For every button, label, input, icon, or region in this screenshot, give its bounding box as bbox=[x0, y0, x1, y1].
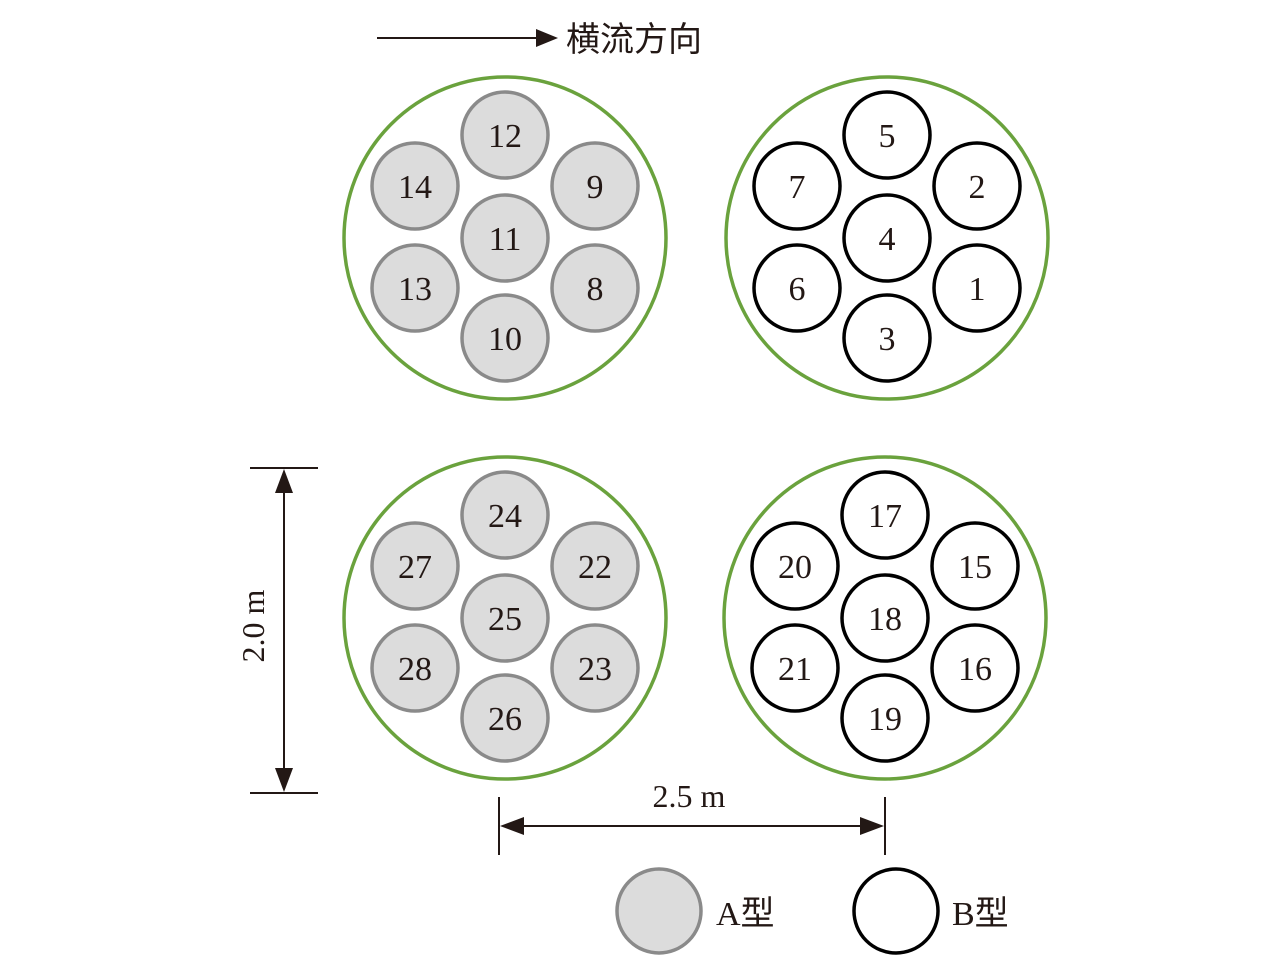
pile-6 bbox=[752, 243, 842, 333]
pile-label-1: 1 bbox=[969, 271, 986, 308]
pile-label-10: 10 bbox=[488, 321, 522, 358]
pile-label-3: 3 bbox=[879, 321, 896, 358]
pile-label-26: 26 bbox=[488, 701, 522, 738]
horizontal-dimension: 2.5 m bbox=[498, 778, 886, 855]
pile-2 bbox=[932, 141, 1022, 231]
pile-23 bbox=[550, 623, 640, 713]
pile-10 bbox=[460, 293, 550, 383]
legend-label-a: A型 bbox=[716, 896, 775, 933]
pile-label-8: 8 bbox=[587, 271, 604, 308]
flow-direction-indicator: 横流方向 bbox=[377, 20, 702, 60]
pile-20 bbox=[750, 521, 840, 611]
pile-8 bbox=[550, 243, 640, 333]
vertical-dimension-label: 2.0 m bbox=[235, 589, 271, 662]
pile-24 bbox=[460, 470, 550, 560]
pile-label-19: 19 bbox=[868, 701, 902, 738]
legend-item-a: A型 bbox=[615, 867, 775, 955]
cap-ring bbox=[724, 75, 1050, 401]
legend-item-b: B型 bbox=[852, 867, 1009, 955]
pile-group-bottom-left: 24 27 22 25 28 23 26 bbox=[342, 455, 668, 781]
vertical-dimension: 2.0 m bbox=[235, 467, 318, 794]
pile-label-6: 6 bbox=[789, 271, 806, 308]
pile-18 bbox=[840, 573, 930, 663]
pile-1 bbox=[932, 243, 1022, 333]
pile-label-23: 23 bbox=[578, 651, 612, 688]
pile-label-27: 27 bbox=[398, 549, 432, 586]
pile-label-24: 24 bbox=[488, 498, 522, 535]
pile-label-4: 4 bbox=[879, 221, 896, 258]
flow-direction-label: 横流方向 bbox=[566, 20, 702, 60]
pile-7 bbox=[752, 141, 842, 231]
pile-26 bbox=[460, 673, 550, 763]
pile-3 bbox=[842, 293, 932, 383]
pile-label-28: 28 bbox=[398, 651, 432, 688]
pile-label-5: 5 bbox=[879, 118, 896, 155]
pile-21 bbox=[750, 623, 840, 713]
horizontal-dimension-label: 2.5 m bbox=[653, 778, 726, 814]
pile-label-16: 16 bbox=[958, 651, 992, 688]
pile-27 bbox=[370, 521, 460, 611]
pile-label-22: 22 bbox=[578, 549, 612, 586]
flow-arrow-head-icon bbox=[536, 29, 558, 47]
pile-label-14: 14 bbox=[398, 169, 432, 206]
legend-swatch-a bbox=[615, 867, 703, 955]
pile-14 bbox=[370, 141, 460, 231]
arrow-down-icon bbox=[275, 768, 293, 792]
pile-16 bbox=[930, 623, 1020, 713]
pile-17 bbox=[840, 470, 930, 560]
pile-label-18: 18 bbox=[868, 601, 902, 638]
cap-ring bbox=[722, 455, 1048, 781]
pile-4 bbox=[842, 193, 932, 283]
pile-label-17: 17 bbox=[868, 498, 902, 535]
pile-15 bbox=[930, 521, 1020, 611]
pile-group-bottom-right: 17 20 15 18 21 16 19 bbox=[722, 455, 1048, 781]
legend-swatch-b bbox=[852, 867, 940, 955]
pile-label-9: 9 bbox=[587, 169, 604, 206]
pile-22 bbox=[550, 521, 640, 611]
pile-19 bbox=[840, 673, 930, 763]
arrow-left-icon bbox=[500, 817, 524, 835]
cap-ring bbox=[342, 75, 668, 401]
arrow-right-icon bbox=[860, 817, 884, 835]
pile-5 bbox=[842, 90, 932, 180]
legend-label-b: B型 bbox=[952, 896, 1009, 933]
pile-label-7: 7 bbox=[789, 169, 806, 206]
cap-ring bbox=[342, 455, 668, 781]
pile-9 bbox=[550, 141, 640, 231]
legend: A型 B型 bbox=[615, 867, 1009, 955]
pile-28 bbox=[370, 623, 460, 713]
pile-11 bbox=[460, 193, 550, 283]
pile-label-25: 25 bbox=[488, 601, 522, 638]
pile-group-top-right: 5 7 2 4 6 1 3 bbox=[724, 75, 1050, 401]
pile-label-20: 20 bbox=[778, 549, 812, 586]
pile-label-11: 11 bbox=[489, 221, 522, 258]
pile-label-15: 15 bbox=[958, 549, 992, 586]
pile-13 bbox=[370, 243, 460, 333]
pile-12 bbox=[460, 90, 550, 180]
pile-label-13: 13 bbox=[398, 271, 432, 308]
arrow-up-icon bbox=[275, 469, 293, 493]
pile-label-2: 2 bbox=[969, 169, 986, 206]
pile-25 bbox=[460, 573, 550, 663]
pile-label-21: 21 bbox=[778, 651, 812, 688]
pile-group-top-left: 12 14 9 11 13 8 10 bbox=[342, 75, 668, 401]
pile-label-12: 12 bbox=[488, 118, 522, 155]
